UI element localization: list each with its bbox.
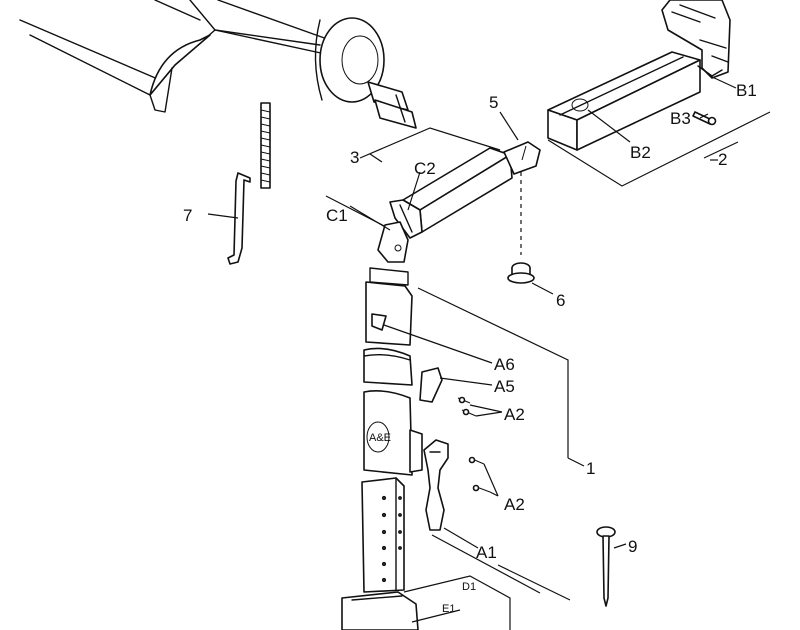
label-a6: A6 [494, 355, 515, 374]
group-bracket-2 [547, 111, 771, 187]
label-d1: D1 [462, 581, 476, 593]
label-b3: B3 [670, 109, 691, 128]
group-bracket-1 [417, 287, 571, 601]
label-a5: A5 [494, 377, 515, 396]
label-a1: A1 [476, 543, 497, 562]
label-2: 2 [718, 150, 727, 169]
bracket-assembly-2 [547, 0, 731, 151]
label-b2: B2 [630, 143, 651, 162]
callout-labels: 7 5 3 C2 C1 6 B1 B3 B2 2 A6 A5 A2 1 A2 9… [183, 81, 757, 615]
label-6: 6 [556, 291, 565, 310]
cap-part-6 [507, 262, 535, 284]
label-7: 7 [183, 206, 192, 225]
spring-and-rod-7 [227, 102, 271, 265]
label-b1: B1 [736, 81, 757, 100]
label-c2: C2 [414, 159, 436, 178]
label-3: 3 [350, 148, 359, 167]
label-a2-upper: A2 [504, 405, 525, 424]
pin-part-9 [596, 526, 616, 607]
label-a2-lower: A2 [504, 495, 525, 514]
label-9: 9 [628, 537, 637, 556]
label-1: 1 [586, 459, 595, 478]
logo-ae: A&E [369, 432, 391, 444]
awning-roll-tube [19, 0, 417, 129]
label-5: 5 [489, 93, 498, 112]
leg-assembly-1 [341, 267, 571, 630]
label-c1: C1 [326, 206, 348, 225]
leader-lines [207, 75, 737, 549]
pin-b3 [692, 111, 717, 126]
label-e1: E1 [442, 603, 455, 615]
